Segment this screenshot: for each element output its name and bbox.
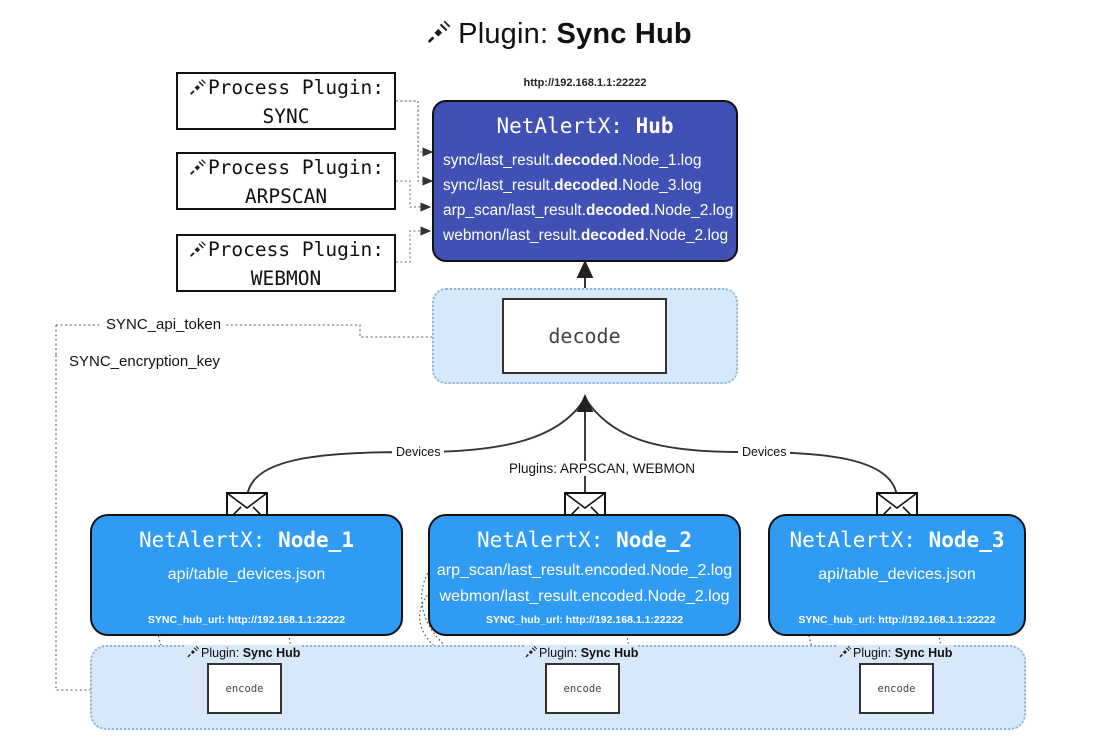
hub-log-row: sync/last_result.decoded.Node_1.log: [443, 152, 702, 169]
hub-log-row: arp_scan/last_result.decoded.Node_2.log: [443, 202, 734, 219]
plug-icon: [425, 19, 452, 54]
process-plugin-sync[interactable]: Process Plugin: SYNC: [176, 72, 396, 130]
node-footer: SYNC_hub_url: http://192.168.1.1:22222: [798, 614, 996, 626]
secret-label-encryption-key: SYNC_encryption_key: [64, 353, 225, 370]
encode-box-node-2[interactable]: encode: [545, 663, 620, 714]
decode-box[interactable]: decode: [502, 298, 667, 374]
node-log-row: arp_scan/last_result.encoded.Node_2.log: [436, 562, 733, 579]
process-plugin-webmon[interactable]: Process Plugin: WEBMON: [176, 234, 396, 292]
node-footer: SYNC_hub_url: http://192.168.1.1:22222: [147, 614, 346, 626]
node-footer: SYNC_hub_url: http://192.168.1.1:22222: [485, 614, 684, 626]
hub-log-row: webmon/last_result.decoded.Node_2.log: [443, 227, 729, 244]
encoder-plugin-label: Plugin: Sync Hub: [838, 645, 953, 662]
title-prefix: Plugin:: [458, 18, 549, 50]
title-name: Sync Hub: [556, 18, 692, 50]
process-plugin-label: Process Plugin:: [207, 155, 385, 179]
node-log-row: webmon/last_result.encoded.Node_2.log: [439, 588, 730, 605]
node-title: NetAlertX: Node_1: [139, 528, 354, 552]
plug-icon: [186, 645, 200, 662]
page-title: Plugin: Sync Hub: [0, 18, 1117, 54]
process-plugin-arpscan[interactable]: Process Plugin: ARPSCAN: [176, 152, 396, 210]
hub-url-label: http://192.168.1.1:22222: [523, 77, 647, 89]
plug-icon: [838, 645, 852, 662]
node-log-row: api/table_devices.json: [818, 566, 976, 583]
process-plugin-label: Process Plugin:: [207, 237, 385, 261]
plug-icon: [188, 158, 207, 182]
hub-log-row: sync/last_result.decoded.Node_3.log: [443, 177, 702, 194]
edge-label-plugins-center: Plugins: ARPSCAN, WEBMON: [505, 461, 700, 476]
hub-title-prefix: NetAlertX:: [496, 114, 623, 138]
node-card-node-1[interactable]: NetAlertX: Node_1 api/table_devices.json…: [90, 514, 403, 636]
plug-icon: [524, 645, 538, 662]
process-plugin-name: ARPSCAN: [244, 184, 328, 208]
edge-label-devices-right: Devices: [738, 445, 791, 459]
encoder-plugin-label: Plugin: Sync Hub: [186, 645, 301, 662]
encoder-plugin-label: Plugin: Sync Hub: [524, 645, 639, 662]
plug-icon: [188, 240, 207, 264]
node-log-row: api/table_devices.json: [167, 566, 326, 583]
node-card-node-2[interactable]: NetAlertX: Node_2 arp_scan/last_result.e…: [428, 514, 741, 636]
hub-title: NetAlertX: Hub: [434, 114, 736, 138]
hub-title-name: Hub: [635, 114, 674, 138]
process-plugin-name: SYNC: [262, 104, 310, 128]
hub-card[interactable]: NetAlertX: Hub sync/last_result.decoded.…: [432, 100, 738, 262]
node-title: NetAlertX: Node_2: [477, 528, 692, 552]
plug-icon: [188, 78, 207, 102]
secret-label-api-token: SYNC_api_token: [101, 316, 227, 333]
edge-label-devices-left: Devices: [392, 445, 445, 459]
node-title: NetAlertX: Node_3: [789, 528, 1005, 552]
encode-box-node-3[interactable]: encode: [859, 663, 934, 714]
process-plugin-name: WEBMON: [250, 266, 322, 290]
process-plugin-label: Process Plugin:: [207, 75, 385, 99]
node-card-node-3[interactable]: NetAlertX: Node_3 api/table_devices.json…: [768, 514, 1026, 636]
encode-box-node-1[interactable]: encode: [207, 663, 282, 714]
